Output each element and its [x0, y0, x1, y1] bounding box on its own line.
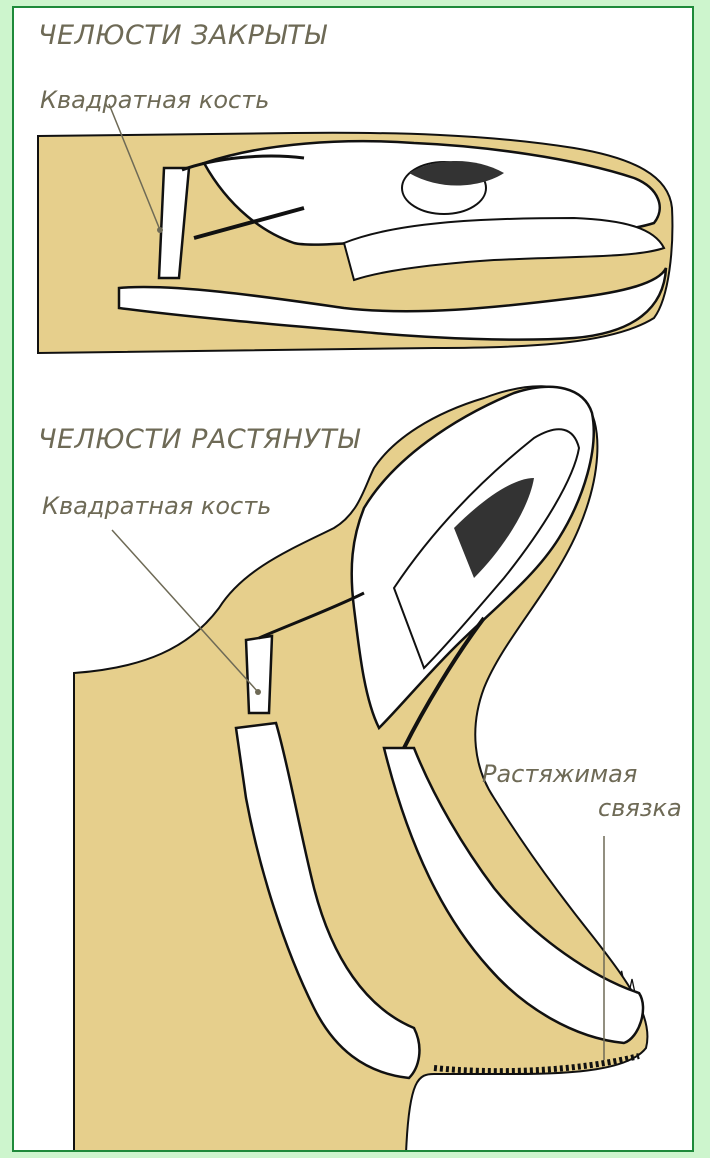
- heading-open: ЧЕЛЮСТИ РАСТЯНУТЫ: [38, 424, 360, 455]
- label-ligament-line2: связка: [598, 794, 682, 822]
- snake-skull-illustration: [14, 8, 694, 1152]
- label-ligament-line1: Растяжимая: [482, 760, 637, 788]
- figure-frame: ЧЕЛЮСТИ ЗАКРЫТЫ Квадратная кость ЧЕЛЮСТИ…: [12, 6, 694, 1152]
- label-quadrate-closed: Квадратная кость: [40, 86, 269, 114]
- heading-closed: ЧЕЛЮСТИ ЗАКРЫТЫ: [38, 20, 327, 51]
- label-quadrate-open: Квадратная кость: [42, 492, 271, 520]
- closed-jaws-drawing: [38, 104, 672, 353]
- quadrate-bone-open: [246, 636, 272, 713]
